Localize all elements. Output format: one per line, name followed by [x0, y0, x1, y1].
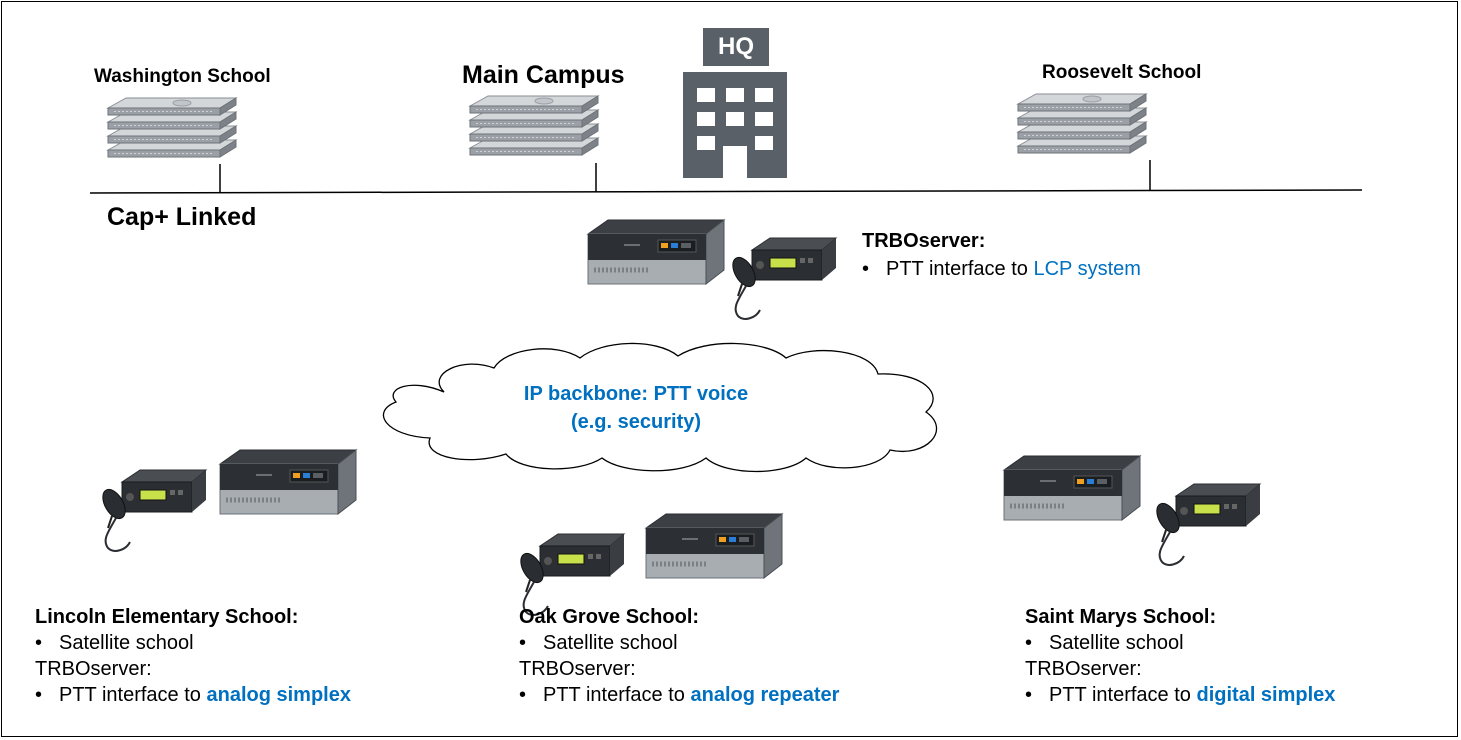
- hq-trbo-title: TRBOserver:: [862, 230, 986, 252]
- satellite-role: Satellite school: [1049, 632, 1184, 654]
- satellite-name: Oak Grove School:: [519, 606, 700, 628]
- satellite-role-line: • Satellite school: [519, 630, 839, 656]
- hq-badge: HQ: [703, 28, 769, 66]
- ptt-type: analog repeater: [690, 684, 840, 706]
- hq-building-icon: HQ: [683, 28, 787, 178]
- satellite-role: Satellite school: [59, 632, 194, 654]
- mobile-radio-icon: [727, 237, 837, 320]
- bullet: •: [35, 684, 43, 706]
- satellite-ptt-line: • PTT interface to analog repeater: [519, 682, 839, 708]
- satellite-saint-marys: Saint Marys School: • Satellite school TR…: [1025, 604, 1335, 708]
- mobile-radio-icon: [1151, 483, 1261, 566]
- satellite-ptt-line: • PTT interface to analog simplex: [35, 682, 351, 708]
- satellite-lincoln: Lincoln Elementary School: • Satellite sc…: [35, 604, 351, 708]
- mobile-radio-icon: [515, 533, 625, 616]
- satellite-role-line: • Satellite school: [1025, 630, 1335, 656]
- ptt-target: LCP system: [1033, 258, 1141, 280]
- ptt-prefix: PTT interface to: [1049, 684, 1191, 706]
- rack-server-icon: [108, 98, 240, 160]
- bullet: •: [1025, 684, 1033, 706]
- satellite-name: Saint Marys School:: [1025, 606, 1217, 628]
- satellite-ptt-line: • PTT interface to digital simplex: [1025, 682, 1335, 708]
- mobile-radio-icon: [97, 469, 207, 552]
- mini-pc-icon: [588, 220, 724, 284]
- bullet: •: [1025, 632, 1033, 654]
- site-label-roosevelt: Roosevelt School: [1042, 62, 1202, 83]
- ptt-prefix: PTT interface to: [886, 258, 1028, 280]
- bullet: •: [35, 632, 43, 654]
- ptt-type: analog simplex: [206, 684, 351, 706]
- bullet: •: [519, 684, 527, 706]
- satellite-name: Lincoln Elementary School:: [35, 606, 299, 628]
- ptt-prefix: PTT interface to: [59, 684, 201, 706]
- ptt-type: digital simplex: [1196, 684, 1336, 706]
- mini-pc-icon: [646, 514, 782, 578]
- cloud-icon: [382, 342, 938, 473]
- rack-server-icon: [470, 96, 602, 158]
- satellite-server-label: TRBOserver:: [1025, 658, 1142, 680]
- mini-pc-icon: [1004, 456, 1140, 520]
- cloud-line-2: (e.g. security): [570, 411, 702, 433]
- satellite-role: Satellite school: [543, 632, 678, 654]
- site-label-washington: Washington School: [94, 66, 271, 87]
- satellite-server-label: TRBOserver:: [35, 658, 152, 680]
- satellite-oak-grove: Oak Grove School: • Satellite school TRBO…: [519, 604, 839, 708]
- bullet: •: [862, 258, 870, 280]
- bullet: •: [519, 632, 527, 654]
- cloud-line-1: IP backbone: PTT voice: [523, 383, 749, 405]
- mini-pc-icon: [220, 450, 356, 514]
- satellite-role-line: • Satellite school: [35, 630, 351, 656]
- ptt-prefix: PTT interface to: [543, 684, 685, 706]
- site-label-main-campus: Main Campus: [462, 61, 625, 89]
- rack-server-icon: [1018, 94, 1150, 156]
- hq-trbo-ptt-line: • PTT interface to LCP system: [862, 256, 1141, 282]
- network-label: Cap+ Linked: [107, 203, 257, 231]
- satellite-server-label: TRBOserver:: [519, 658, 636, 680]
